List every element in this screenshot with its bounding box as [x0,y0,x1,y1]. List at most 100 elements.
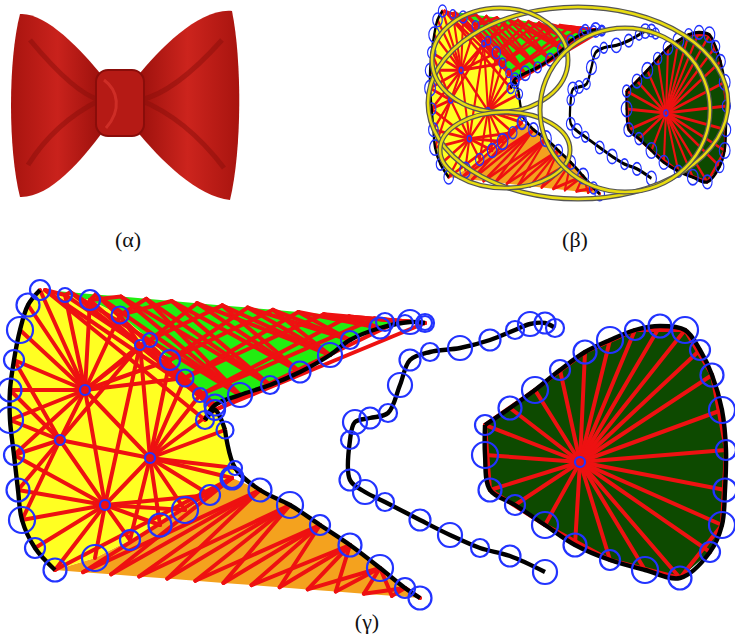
medial-circle [149,514,172,537]
medial-circle [145,453,155,463]
medial-circle [566,118,575,130]
panel-label: (α) [115,227,141,253]
medial-circle [80,385,90,395]
medial-circle [30,280,50,300]
medial-circle [575,457,585,467]
medial-circle [400,350,421,371]
ellipse-outline [540,28,710,192]
medial-circle [433,13,443,27]
triangulation-edge [484,44,509,74]
medial-circle [318,343,342,367]
medial-circle [222,468,242,488]
ellipse-outline [432,8,568,112]
medial-circle [664,110,668,116]
triangulation-edge [580,462,722,525]
medial-circle [4,350,24,370]
triangulation-edge [484,44,515,83]
medial-circle [597,327,623,353]
triangulation-edge [150,360,170,458]
medial-circle [4,445,24,465]
ellipse-outline [428,7,728,199]
bow-wing [136,11,239,200]
triangulation-edge [451,44,484,100]
triangulation-edge [515,462,580,505]
medial-circle [135,340,145,350]
medial-circle [487,144,497,158]
yellow-region [430,11,523,177]
medial-circle [261,376,279,394]
medial-circle [591,46,600,58]
triangulation-edge [150,378,185,458]
medial-circle [80,290,100,310]
medial-circle [575,81,584,93]
medial-circle [25,538,45,558]
triangulation-edge [60,345,140,440]
triangulation-edge [639,113,666,139]
medial-circle [0,407,23,433]
triangulation-edge [140,345,215,410]
triangulation-edge [140,345,150,458]
panel-label: (β) [562,227,588,253]
bow-knot [96,70,144,136]
ellipse-outline [428,7,728,199]
medial-circle [564,534,587,557]
medial-circle [506,321,524,339]
triangulation-edge [223,505,290,583]
medial-circle [482,41,486,47]
bow-tie-photo [11,11,239,200]
triangulation-edge [488,63,502,111]
medial-circle [497,134,508,149]
medial-circle [550,360,570,380]
medial-circle [624,34,633,46]
bow-fold [104,80,116,128]
medial-circle [217,422,234,439]
triangulation-edge [65,295,140,345]
ellipse-outline [540,28,710,192]
triangulation-edge [60,440,105,505]
medial-circle [120,530,140,550]
medial-circle [516,89,523,99]
medial-circle [397,315,413,331]
medial-circle [654,53,662,65]
medial-circle [379,404,397,422]
medial-circle [172,497,198,523]
decomposition-small [425,5,731,201]
medial-circle [509,127,517,139]
ellipse-covers [428,7,728,199]
medial-circle [534,62,541,73]
medial-circle [607,149,617,163]
medial-circle [492,47,500,59]
triangulation-edge [215,323,425,410]
triangulation-edge [580,375,712,462]
medial-circle [467,136,471,142]
medial-circle [376,313,394,331]
triangulation-edge [35,505,105,548]
medial-circle [367,555,393,581]
medial-circle [200,485,220,505]
medial-circle [475,415,495,435]
triangulation-edge [280,525,320,587]
triangulation-edge [95,505,105,558]
medial-circle [376,493,394,511]
medial-circle [600,42,607,53]
medial-circle [290,362,311,383]
triangulation-edge [680,525,722,578]
triangulation-edge [484,44,488,111]
medial-circle [471,539,489,557]
medial-circle [58,288,72,302]
panel-label: (γ) [355,609,379,635]
medial-circle [642,63,653,78]
medial-circle [177,370,194,387]
ellipse-outline [432,8,568,112]
medial-circle [690,340,710,360]
medial-circle [418,316,432,330]
medial-circle [511,76,519,88]
medial-circle [416,314,434,332]
medial-circle [517,116,527,130]
boundary-curve [225,430,420,598]
dark-green-region [485,326,726,578]
bow-fold [140,40,224,168]
medial-circle [595,141,604,153]
medial-circle [716,161,724,173]
medial-circle [709,512,735,538]
